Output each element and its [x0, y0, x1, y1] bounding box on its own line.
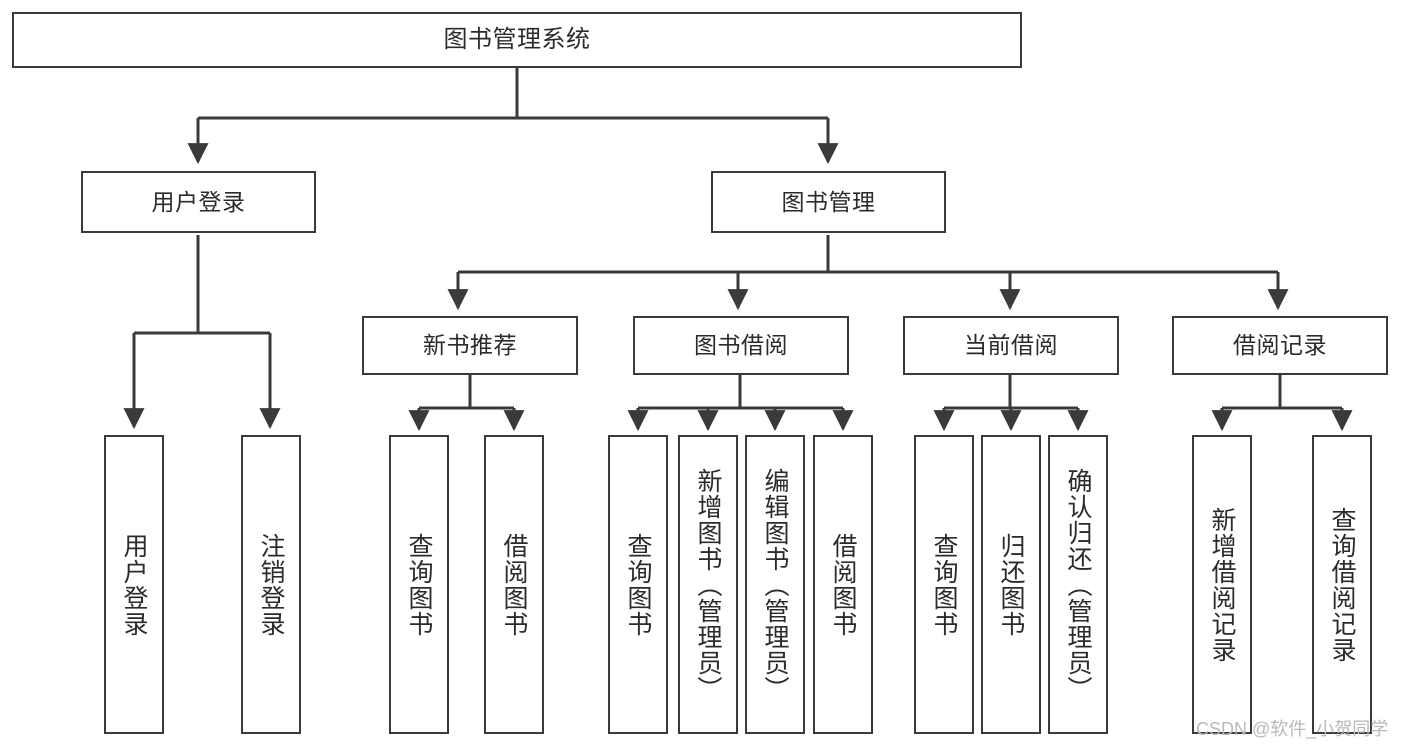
node-root-book-management-system[interactable]: 图书管理系统	[12, 12, 1022, 68]
node-leaf-query-book-1[interactable]: 查询图书	[389, 435, 449, 734]
node-label: 查询图书	[930, 532, 958, 637]
node-book-borrow[interactable]: 图书借阅	[633, 316, 849, 375]
node-label: 图书管理	[781, 188, 876, 215]
node-label: 图书管理系统	[443, 26, 591, 54]
node-label: 借阅图书	[829, 532, 857, 637]
csdn-watermark: CSDN @软件_小贺同学	[1196, 719, 1389, 739]
node-leaf-borrow-book-1[interactable]: 借阅图书	[484, 435, 544, 734]
node-label: 查询图书	[624, 532, 652, 637]
node-label: 新增借阅记录	[1208, 506, 1236, 663]
node-leaf-user-login[interactable]: 用户登录	[104, 435, 164, 734]
node-user-login[interactable]: 用户登录	[81, 171, 316, 233]
node-label: 借阅图书	[500, 532, 528, 637]
node-label: 借阅记录	[1233, 332, 1327, 359]
node-leaf-query-book-2[interactable]: 查询图书	[608, 435, 668, 734]
node-label: 图书借阅	[694, 332, 788, 359]
node-label: 用户登录	[151, 188, 246, 215]
node-leaf-query-record[interactable]: 查询借阅记录	[1312, 435, 1372, 734]
node-label: 归还图书	[997, 532, 1025, 637]
node-label: 当前借阅	[964, 332, 1058, 359]
node-book-management[interactable]: 图书管理	[711, 171, 946, 233]
node-new-book-recommend[interactable]: 新书推荐	[362, 316, 578, 375]
node-label: 新书推荐	[423, 332, 517, 359]
node-label: 注销登录	[257, 532, 285, 637]
node-leaf-return-book[interactable]: 归还图书	[981, 435, 1041, 734]
node-leaf-add-book[interactable]: 新增图书（管理员）	[678, 435, 738, 734]
node-leaf-confirm-return[interactable]: 确认归还（管理员）	[1048, 435, 1108, 734]
node-borrow-record[interactable]: 借阅记录	[1172, 316, 1388, 375]
node-leaf-add-record[interactable]: 新增借阅记录	[1192, 435, 1252, 734]
node-current-borrow[interactable]: 当前借阅	[903, 316, 1119, 375]
node-label: 确认归还（管理员）	[1064, 467, 1092, 702]
node-leaf-query-book-3[interactable]: 查询图书	[914, 435, 974, 734]
node-leaf-edit-book[interactable]: 编辑图书（管理员）	[745, 435, 805, 734]
node-label: 新增图书（管理员）	[694, 467, 722, 702]
node-label: 用户登录	[120, 532, 148, 637]
node-label: 查询图书	[405, 532, 433, 637]
node-label: 编辑图书（管理员）	[761, 467, 789, 702]
node-leaf-borrow-book-2[interactable]: 借阅图书	[813, 435, 873, 734]
node-leaf-logout-login[interactable]: 注销登录	[241, 435, 301, 734]
node-label: 查询借阅记录	[1328, 506, 1356, 663]
